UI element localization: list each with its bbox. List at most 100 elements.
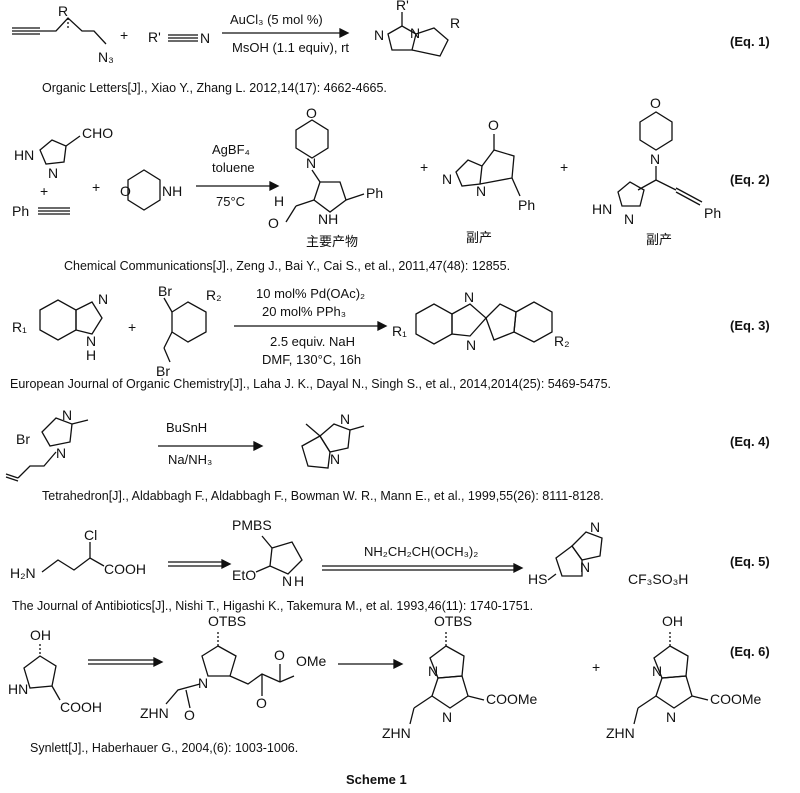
eq1-reagent-top: AuCl₃ (5 mol %) (230, 12, 323, 27)
eq1-plus: + (120, 27, 128, 43)
eq5-pmbs: PMBS (232, 517, 272, 533)
eq1-product-n2: N (410, 25, 420, 41)
eq3-citation: European Journal of Organic Chemistry[J]… (10, 377, 611, 391)
eq6-otbs-a: OTBS (208, 613, 246, 629)
eq2-reagent-bottom: 75°C (216, 194, 245, 209)
eq4-n-a: N (62, 407, 72, 423)
eq2-p3-ph: Ph (704, 205, 721, 221)
eq6-reaction: OH HN COOH OTBS N ZHN O O O OMe OTBS N (8, 613, 762, 741)
eq5-citation: The Journal of Antibiotics[J]., Nishi T.… (12, 599, 533, 613)
eq6-o-a: O (184, 707, 195, 723)
eq1-product-rprime: R' (396, 0, 409, 13)
eq6-n-d: N (652, 663, 662, 679)
eq2-reaction: CHO HN N + Ph + O NH AgBF₄ toluene 75°C … (12, 95, 721, 250)
eq3-reagent-bottom-2: DMF, 130°C, 16h (262, 352, 361, 367)
eq5-eto: EtO (232, 567, 256, 583)
eq2-p1-ph: Ph (366, 185, 383, 201)
eq4-br: Br (16, 431, 30, 447)
eq6-n-a: N (198, 675, 208, 691)
eq2-p3-o: O (650, 95, 661, 111)
eq4-reagent-bottom: Na/NH₃ (168, 452, 212, 467)
eq3-reagent-mid: 20 mol% PPh₃ (262, 304, 346, 319)
eq5-hs: HS (528, 571, 547, 587)
eq6-cooh: COOH (60, 699, 102, 715)
eq2-p1-o2: O (268, 215, 279, 231)
eq2-plus-c: + (420, 159, 428, 175)
eq1-reaction: R N₃ + R' N AuCl₃ (5 mol %) MsOH (1.1 eq… (12, 0, 460, 65)
eq6-oh-b: OH (662, 613, 683, 629)
eq5-cooh: COOH (104, 561, 146, 577)
eq2-reagent-top: AgBF₄ (212, 142, 250, 157)
eq3-br-b: Br (156, 363, 170, 379)
eq3-reaction: R₁ N N H + Br Br R₂ 10 mol% Pd(OAc)₂ 20 … (12, 283, 570, 379)
eq3-n-a: N (98, 291, 108, 307)
eq4-reaction: N N Br BuSnH Na/NH₃ N N (5, 407, 365, 482)
eq5-prod-n1: N (590, 519, 600, 535)
eq1-r-label: R (58, 3, 68, 19)
eq5-cl: Cl (84, 527, 97, 543)
eq5-salt: CF₃SO₃H (628, 571, 688, 587)
eq5-reaction: H₂N Cl COOH PMBS EtO N H NH₂CH₂CH(OCH₃)₂… (10, 517, 688, 589)
eq5-h: H (294, 573, 304, 589)
eq3-r2-b: R₂ (554, 333, 570, 349)
eq3-n-d: N (466, 337, 476, 353)
eq1-citation: Organic Letters[J]., Xiao Y., Zhang L. 2… (42, 81, 387, 95)
eq5-h2n: H₂N (10, 565, 36, 581)
eq2-main-product-label: 主要产物 (306, 235, 358, 250)
eq6-n-b: N (428, 663, 438, 679)
eq2-p1-n: N (306, 155, 316, 171)
eq2-p1-h: H (274, 193, 284, 209)
scheme-title: Scheme 1 (346, 772, 407, 787)
eq2-p2-n2: N (476, 183, 486, 199)
eq4-n-c: N (340, 411, 350, 427)
eq2-p1-nh: NH (318, 211, 338, 227)
eq3-r1-a: R₁ (12, 319, 27, 335)
eq2-p3-hn: HN (592, 201, 612, 217)
eq2-side-product-2-label: 副产 (646, 233, 672, 248)
eq2-reagent-mid: toluene (212, 160, 255, 175)
eq4-reagent-top: BuSnH (166, 420, 207, 435)
eq6-otbs-b: OTBS (434, 613, 472, 629)
eq2-morph-o: O (120, 183, 131, 199)
eq3-r1-b: R₁ (392, 323, 407, 339)
eq2-tag: (Eq. 2) (730, 172, 770, 187)
eq1-nitrile-n: N (200, 30, 210, 46)
eq2-n: N (48, 165, 58, 181)
eq2-p2-ph: Ph (518, 197, 535, 213)
eq6-zhn-a: ZHN (140, 705, 169, 721)
eq5-reagent-top: NH₂CH₂CH(OCH₃)₂ (364, 544, 478, 559)
eq6-o-c: O (274, 647, 285, 663)
eq3-n-c: N (464, 289, 474, 305)
eq3-plus: + (128, 319, 136, 335)
eq4-citation: Tetrahedron[J]., Aldabbagh F., Aldabbagh… (42, 489, 604, 503)
eq5-tag: (Eq. 5) (730, 554, 770, 569)
eq4-tag: (Eq. 4) (730, 434, 770, 449)
eq3-reagent-bottom-1: 2.5 equiv. NaH (270, 334, 355, 349)
eq2-ph-a: Ph (12, 203, 29, 219)
eq6-citation: Synlett[J]., Haberhauer G., 2004,(6): 10… (30, 741, 298, 755)
eq1-product-r: R (450, 15, 460, 31)
eq6-n-e: N (666, 709, 676, 725)
eq4-n-b: N (56, 445, 66, 461)
eq2-cho: CHO (82, 125, 113, 141)
eq2-plus-d: + (560, 159, 568, 175)
eq2-p3-n2: N (624, 211, 634, 227)
eq3-tag: (Eq. 3) (730, 318, 770, 333)
eq2-p1-o: O (306, 105, 317, 121)
eq2-side-product-1-label: 副产 (466, 231, 492, 246)
eq6-oh-a: OH (30, 627, 51, 643)
eq6-zhn-b: ZHN (382, 725, 411, 741)
eq2-plus-a: + (40, 183, 48, 199)
eq2-morph-nh: NH (162, 183, 182, 199)
eq1-tag: (Eq. 1) (730, 34, 770, 49)
eq2-p2-o: O (488, 117, 499, 133)
eq3-reagent-top: 10 mol% Pd(OAc)₂ (256, 286, 365, 301)
eq1-azide-label: N₃ (98, 49, 114, 65)
eq3-h: H (86, 347, 96, 363)
eq6-tag: (Eq. 6) (730, 644, 770, 659)
eq2-plus-b: + (92, 179, 100, 195)
eq6-plus: + (592, 659, 600, 675)
eq6-o-b: O (256, 695, 267, 711)
eq6-hn-a: HN (8, 681, 28, 697)
